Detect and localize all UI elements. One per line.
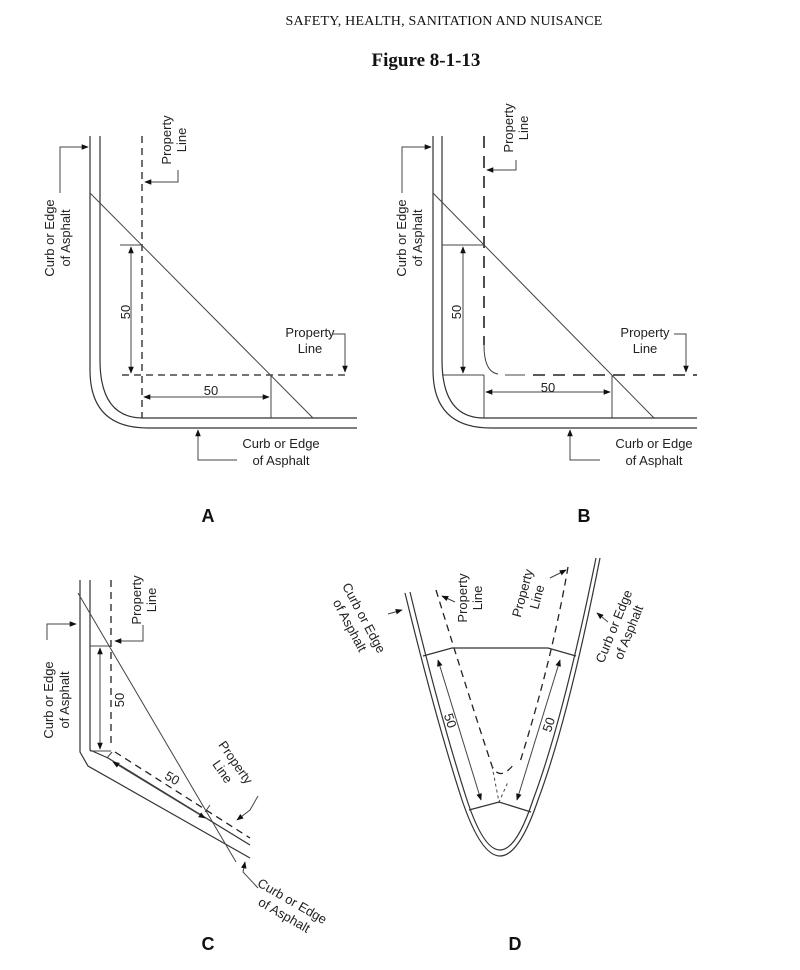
leader-arrow	[46, 621, 77, 640]
property-line-corner	[483, 344, 499, 375]
curb-outer	[432, 136, 697, 429]
property-line-label: Property Line	[509, 567, 548, 619]
svg-text:Property: Property	[455, 573, 470, 623]
dimension-label: 50	[449, 305, 464, 319]
dimension-label: 50	[112, 693, 127, 707]
leader-arrow	[441, 595, 456, 603]
curb-label: of Asphalt	[252, 453, 309, 468]
panel-b: 50 50 Curb or Edge of Asphalt Property L…	[394, 103, 697, 526]
dimension-label: 50	[539, 715, 558, 733]
dimension-arrow-diagonal	[112, 761, 206, 819]
curb-outer	[404, 557, 601, 857]
svg-text:Curb or Edge: Curb or Edge	[41, 661, 56, 738]
curb-label: Curb or Edge	[615, 436, 692, 451]
leader-arrow	[674, 333, 689, 373]
curb-inner	[99, 136, 357, 419]
panel-label: B	[578, 506, 591, 526]
sight-triangle-line	[77, 592, 237, 863]
leader-arrow	[387, 609, 403, 615]
svg-text:Line: Line	[516, 116, 531, 141]
sight-triangle-line	[89, 192, 314, 419]
svg-text:Property: Property	[501, 103, 516, 153]
leader-arrow	[59, 144, 89, 193]
curb-label: Curb or Edge of Asphalt	[330, 580, 389, 655]
svg-text:of Asphalt: of Asphalt	[410, 209, 425, 266]
curb-label: Curb or Edge	[242, 436, 319, 451]
leader-arrow	[486, 160, 517, 173]
curb-outer	[79, 580, 251, 859]
dimension-label: 50	[441, 711, 460, 729]
dimension-label: 50	[118, 305, 133, 319]
leader-arrow	[236, 795, 259, 821]
svg-text:Curb or Edge: Curb or Edge	[394, 199, 409, 276]
svg-text:Property: Property	[159, 115, 174, 165]
curb-label: Curb or Edge of Asphalt	[41, 661, 72, 738]
panel-d: 50 50 Curb or Edge of Asphalt Property L…	[330, 557, 646, 954]
property-line-label: Property Line	[501, 103, 531, 153]
curb-inner	[441, 136, 697, 419]
property-line-label: Property Line	[129, 575, 159, 625]
property-line-projection	[491, 765, 509, 804]
curb-label: Curb or Edge of Asphalt	[592, 588, 646, 665]
svg-text:Line: Line	[174, 128, 189, 153]
svg-text:Line: Line	[144, 588, 159, 613]
panel-label: D	[509, 934, 522, 954]
panel-a: 50 50 Curb or Edge of Asphalt Property L…	[42, 115, 357, 526]
svg-text:of Asphalt: of Asphalt	[58, 209, 73, 266]
panel-label: A	[202, 506, 215, 526]
property-line-label: Property Line	[159, 115, 189, 165]
property-line-label: Property	[620, 325, 670, 340]
dimension-label: 50	[541, 380, 555, 395]
curb-label: Curb or Edge of Asphalt	[42, 199, 73, 276]
leader-arrow	[114, 625, 144, 644]
leader-arrow	[596, 612, 609, 623]
leader-arrow	[144, 170, 179, 185]
leader-arrow	[549, 569, 567, 579]
property-line-label: Property Line	[209, 738, 256, 787]
curb-label: of Asphalt	[625, 453, 682, 468]
extension-line	[106, 751, 113, 759]
dimension-arrow-left	[437, 659, 482, 801]
figure-title: Figure 8-1-13	[371, 50, 481, 71]
svg-text:of Asphalt: of Asphalt	[57, 671, 72, 728]
leader-arrow	[567, 429, 600, 461]
curb-label: Curb or Edge of Asphalt	[394, 199, 425, 276]
dimension-label: 50	[204, 383, 218, 398]
svg-text:Property: Property	[129, 575, 144, 625]
curb-label: Curb or Edge of Asphalt	[255, 875, 329, 936]
panel-c: 50 50 Curb or Edge of Asphalt Property L…	[41, 575, 329, 954]
leader-arrow	[333, 333, 348, 373]
curb-inner	[409, 557, 597, 851]
extension-line	[204, 804, 211, 813]
section-title: SAFETY, HEALTH, SANITATION AND NUISANCE	[285, 14, 603, 29]
leader-arrow	[241, 861, 259, 889]
dimension-label: 50	[162, 768, 182, 788]
curb-inner	[89, 580, 251, 846]
property-line-label: Line	[633, 341, 658, 356]
svg-text:Line: Line	[527, 583, 548, 611]
sight-triangle-line	[432, 192, 655, 419]
leader-arrow	[195, 429, 237, 461]
property-line-left	[435, 589, 515, 775]
sight-line-bottom	[468, 801, 532, 813]
curb-outer	[89, 136, 357, 429]
leader-arrow	[401, 144, 432, 193]
sight-line-top	[422, 647, 577, 657]
svg-text:Line: Line	[470, 586, 485, 611]
property-line-label: Property Line	[455, 573, 485, 623]
svg-text:Curb or Edge: Curb or Edge	[42, 199, 57, 276]
property-line-label: Property	[285, 325, 335, 340]
property-line-label: Line	[298, 341, 323, 356]
dimension-arrow-right	[516, 659, 561, 801]
panel-label: C	[202, 934, 215, 954]
